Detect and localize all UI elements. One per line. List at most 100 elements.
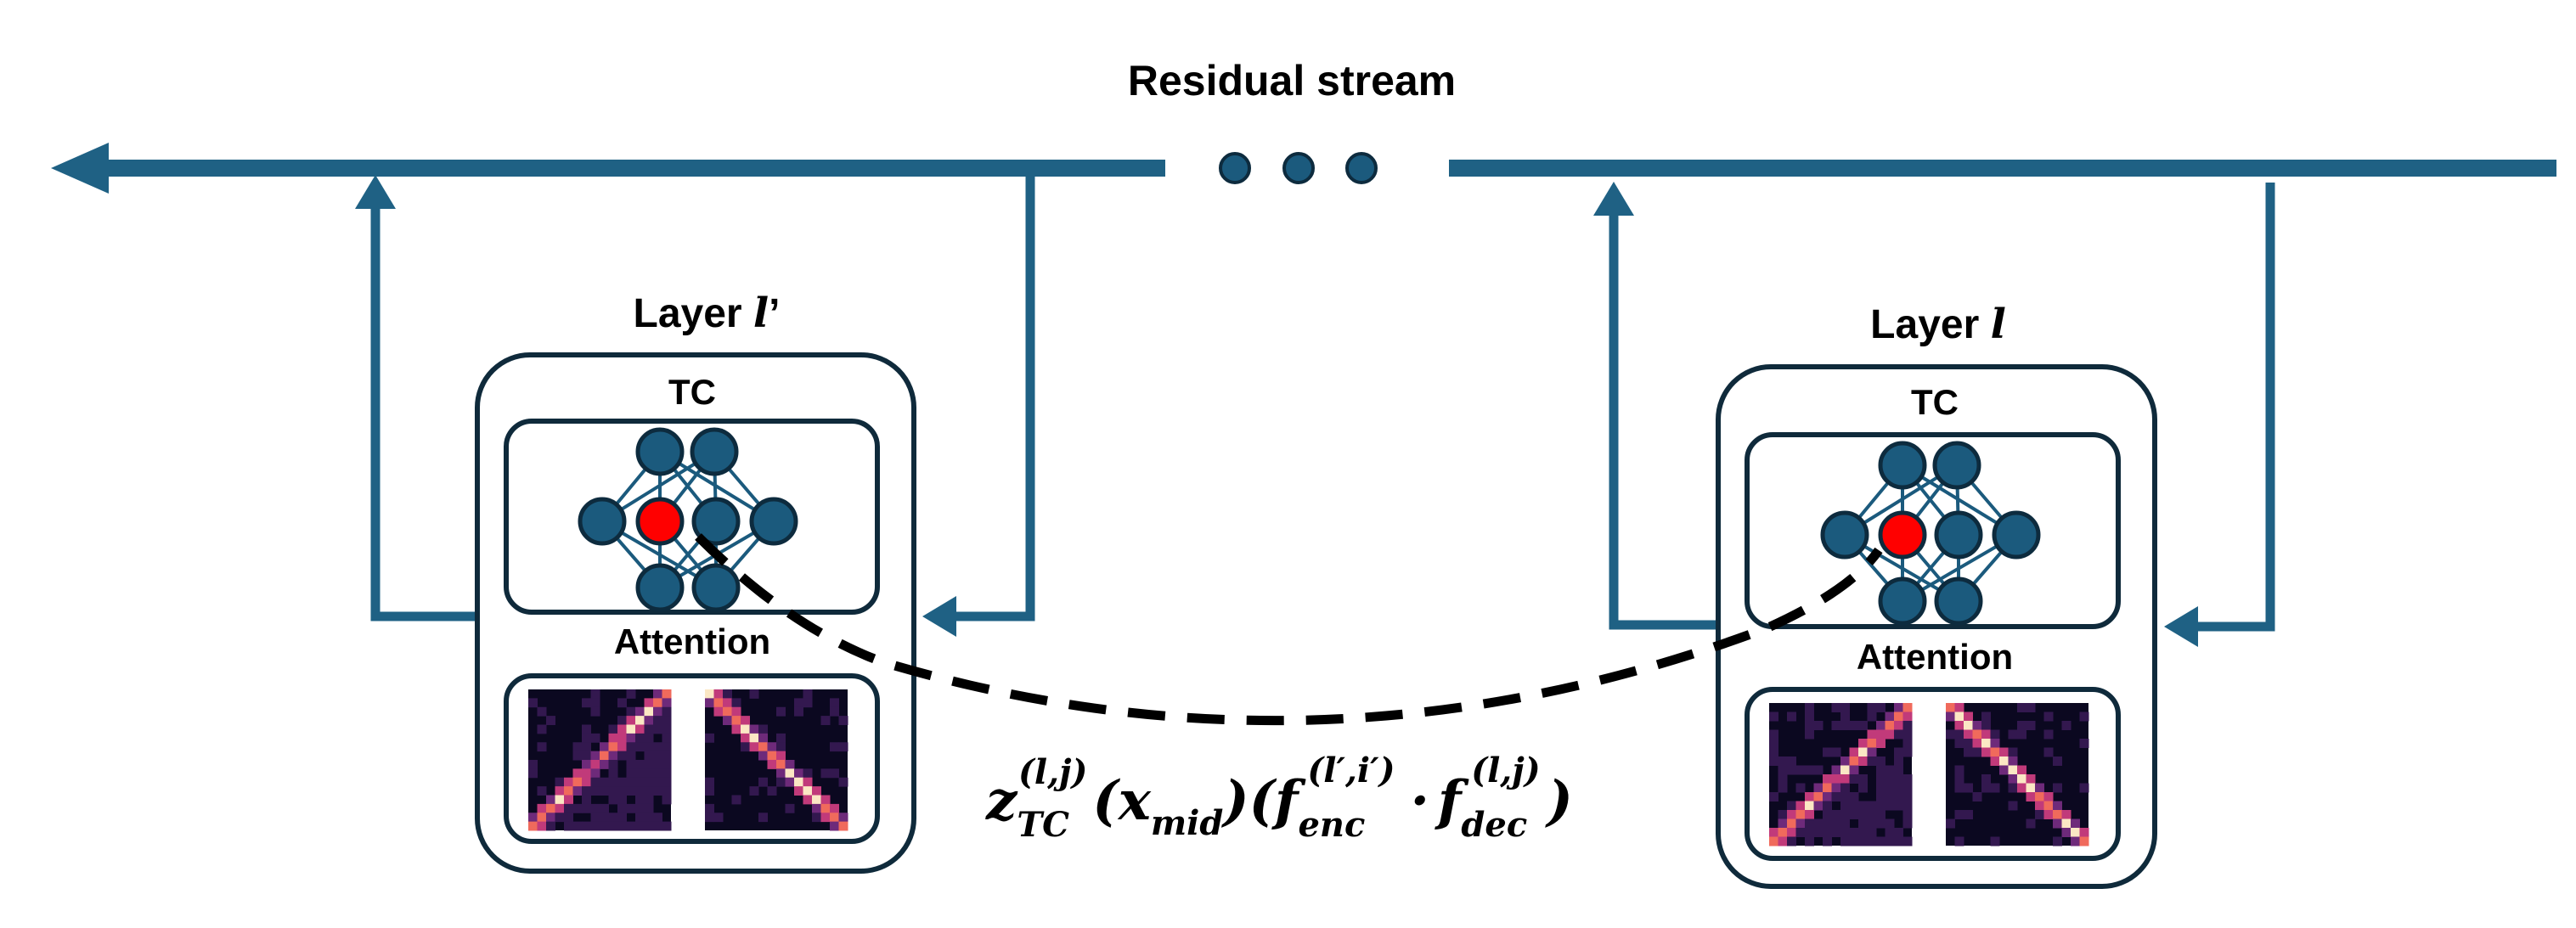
heatmap-cell [635, 821, 645, 831]
heatmap-cell [1813, 818, 1823, 829]
heatmap-cell [608, 724, 618, 734]
layer-left-box [475, 352, 916, 874]
heatmap-cell [1778, 818, 1788, 829]
heatmap-cell [1849, 801, 1859, 811]
heatmap-cell [1902, 747, 1913, 757]
highlighted-feature-neuron-icon [1878, 510, 1927, 560]
heatmap-cell [2061, 810, 2072, 819]
left-input-arrowhead-icon [922, 596, 956, 637]
heatmap-cell [582, 698, 591, 708]
heatmap-cell [1805, 792, 1814, 801]
heatmap-cell [1867, 810, 1877, 819]
layer-right-tc-box [1745, 432, 2121, 629]
heatmap-cell [1867, 711, 1877, 722]
heatmap-cell [731, 706, 741, 717]
heatmap-cell [705, 689, 714, 699]
heatmap-cell [1885, 828, 1895, 837]
heatmap-cell [713, 813, 724, 823]
heatmap-cell [608, 777, 618, 787]
heatmap-cell [608, 751, 618, 761]
heatmap-cell [2071, 828, 2080, 837]
heatmap-cell [1813, 828, 1823, 837]
heatmap-cell [838, 777, 848, 787]
heatmap-cell [1769, 828, 1778, 837]
layer-right-box [1716, 364, 2157, 889]
heatmap-cell [1778, 783, 1788, 793]
heatmap-cell [662, 768, 672, 779]
heatmap-cell [1769, 792, 1778, 801]
heatmap-cell [1831, 747, 1841, 757]
heatmap-cell [608, 768, 618, 779]
heatmap-cell [1795, 810, 1806, 819]
heatmap-cell [2061, 721, 2072, 730]
heatmap-cell [1885, 765, 1895, 775]
heatmap-cell [555, 777, 565, 787]
heatmap-cell [812, 803, 821, 813]
heatmap-cell [749, 724, 759, 734]
heatmap-cell [528, 760, 538, 769]
heatmap-cell [590, 689, 600, 699]
heatmap-cell [830, 706, 839, 717]
heatmap-cell [812, 813, 821, 823]
heatmap-cell [1769, 711, 1778, 722]
heatmap-cell [1946, 711, 1955, 722]
heatmap-cell [617, 795, 627, 805]
heatmap-cell [1990, 783, 2000, 793]
heatmap-cell [1954, 810, 1964, 819]
heatmap-cell [582, 751, 591, 761]
heatmap-cell [2035, 792, 2044, 801]
neuron-circle-icon [1878, 441, 1927, 490]
layer-left-attention-box [504, 673, 880, 844]
heatmap-cell [572, 777, 583, 787]
heatmap-cell [1981, 774, 1991, 784]
heatmap-cell [2043, 747, 2054, 757]
heatmap-cell [528, 813, 538, 823]
heatmap-cell [1885, 774, 1895, 784]
heatmap-cell [564, 821, 573, 831]
heatmap-cell [2008, 801, 2018, 811]
heatmap-cell [1840, 828, 1850, 837]
heatmap-cell [1778, 836, 1788, 846]
heatmap-cell [1840, 774, 1850, 784]
heatmap-cell [2079, 711, 2089, 722]
heatmap-cell [590, 760, 600, 769]
heatmap-cell [626, 760, 636, 769]
heatmap-cell [794, 768, 803, 779]
heatmap-cell [564, 786, 573, 796]
heatmap-cell [644, 795, 654, 805]
heatmap-cell [635, 724, 645, 734]
heatmap-cell [1805, 810, 1814, 819]
heatmap-cell [582, 795, 591, 805]
residual-stream-arrowhead-icon [51, 143, 109, 194]
heatmap-cell [582, 760, 591, 769]
heatmap-cell [626, 786, 636, 796]
heatmap-cell [2079, 783, 2089, 793]
heatmap-cell [1894, 711, 1903, 722]
heatmap-cell [1778, 828, 1788, 837]
heatmap-cell [2008, 765, 2018, 775]
heatmap-cell [1894, 765, 1903, 775]
heatmap-cell [537, 706, 547, 717]
heatmap-cell [785, 760, 795, 769]
heatmap-cell [582, 786, 591, 796]
heatmap-cell [1964, 739, 1973, 748]
heatmap-cell [2008, 747, 2018, 757]
heatmap-cell [582, 777, 591, 787]
heatmap-cell [1981, 739, 1991, 748]
heatmap-cell [626, 706, 636, 717]
heatmap-cell [1813, 721, 1823, 730]
heatmap-cell [1972, 792, 1982, 801]
heatmap-cell [564, 795, 573, 805]
heatmap-cell [1805, 836, 1814, 846]
heatmap-cell [662, 689, 672, 699]
heatmap-cell [758, 724, 768, 734]
heatmap-cell [2035, 783, 2044, 793]
heatmap-cell [617, 716, 627, 725]
heatmap-cell [653, 742, 662, 752]
heatmap-cell [1902, 801, 1913, 811]
heatmap-cell [2053, 818, 2062, 829]
heatmap-cell [608, 760, 618, 769]
heatmap-cell [635, 706, 645, 717]
heatmap-cell [1876, 818, 1885, 829]
heatmap-cell [1840, 783, 1850, 793]
